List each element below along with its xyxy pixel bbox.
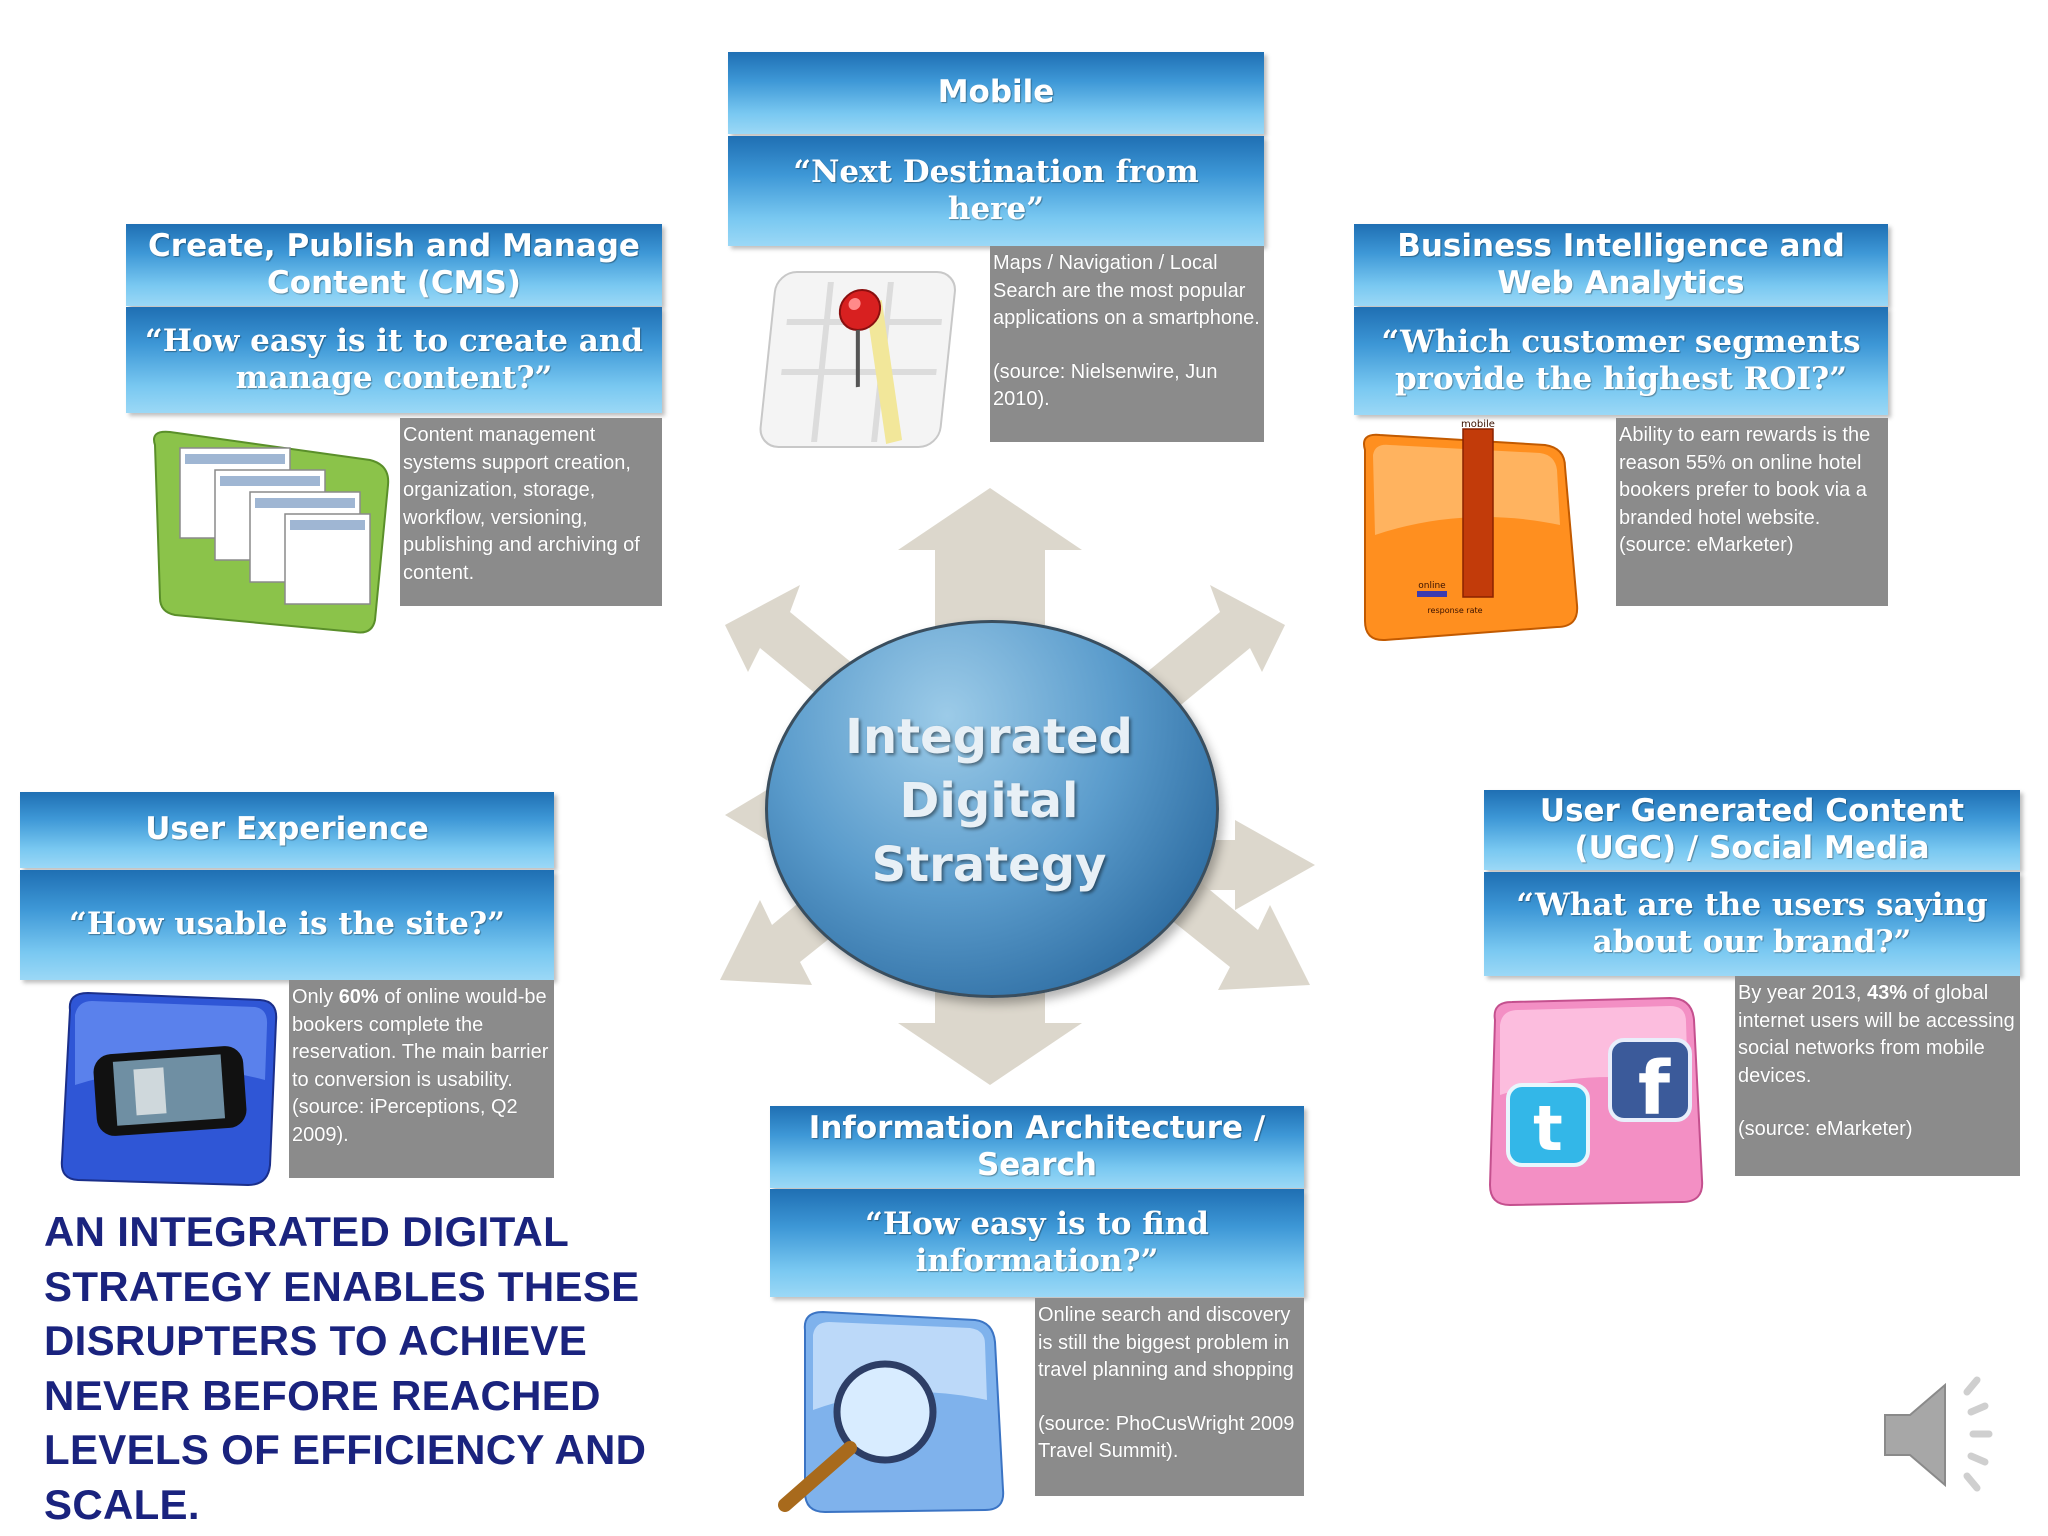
ia-desc-source: (source: PhoCusWright 2009 Travel Summit… (1038, 1412, 1295, 1463)
ux-question-bar: “How usable is the site?” (20, 870, 554, 980)
ux-desc-text: Only 60% of online would-be bookers comp… (292, 984, 550, 1150)
ugc-title-line: (UGC) / Social Media (1574, 830, 1930, 866)
ugc-title-line: User Generated Content (1539, 792, 1965, 829)
map-icon (759, 271, 956, 448)
ugc-question-bar: “What are the users saying about our bra… (1484, 872, 2020, 976)
mobile-description: Maps / Navigation / Local Search are the… (990, 246, 1264, 442)
mobile-desc-source: (source: Nielsenwire, Jun 2010). (993, 360, 1218, 411)
ia-description: Online search and discovery is still the… (1035, 1298, 1304, 1496)
cms-question-bar: “How easy is it to create and manage con… (126, 307, 662, 413)
bi-question-line: provide the highest ROI?” (1394, 361, 1848, 397)
speaker-icon[interactable] (1875, 1370, 1995, 1500)
ugc-title-bar: User Generated Content (UGC) / Social Me… (1484, 790, 2020, 870)
cms-title-bar: Create, Publish and Manage Content (CMS) (126, 224, 662, 306)
mobile-desc-text: Maps / Navigation / Local Search are the… (993, 252, 1260, 330)
center-line: Integrated (845, 709, 1133, 765)
center-line: Digital (899, 773, 1079, 829)
bi-chart-label-online: online (1418, 581, 1446, 591)
bi-desc-text: Ability to earn rewards is the reason 55… (1619, 424, 1871, 557)
ugc-desc-part: of global internet users will be accessi… (1738, 982, 2015, 1087)
ugc-desc-part: By year 2013, (1738, 982, 1867, 1004)
phone-icon (60, 991, 278, 1187)
ux-desc-stat: 60% (338, 986, 379, 1008)
bi-title-line: Web Analytics (1497, 265, 1745, 301)
ia-question-bar: “How easy is to find information?” (770, 1189, 1304, 1297)
ugc-desc-source: (source: eMarketer) (1738, 1118, 1913, 1141)
svg-text:t: t (1533, 1092, 1563, 1165)
ux-title-bar: User Experience (20, 792, 554, 868)
tagline: AN INTEGRATED DIGITAL STRATEGY ENABLES T… (44, 1208, 647, 1528)
svg-text:f: f (1638, 1046, 1671, 1132)
ugc-description: By year 2013, 43% of global internet use… (1735, 976, 2020, 1176)
cms-desc-text: Content management systems support creat… (403, 424, 640, 584)
cms-title-line: Create, Publish and Manage (148, 227, 640, 264)
ux-title: User Experience (145, 811, 429, 848)
mobile-question: “Next Destination from here” (793, 153, 1199, 227)
mobile-title-bar: Mobile (728, 52, 1264, 134)
center-circle (765, 620, 1219, 998)
center-title: Integrated Digital Strategy (765, 705, 1213, 897)
ia-question-line: “How easy is to find (865, 1205, 1209, 1242)
cms-title-line: Content (CMS) (267, 265, 521, 301)
ux-desc-part: Only (292, 986, 339, 1008)
bi-question-line: “Which customer segments (1381, 323, 1861, 360)
ugc-desc-stat: 43% (1866, 982, 1907, 1004)
ugc-question-line: about our brand?” (1592, 924, 1912, 960)
bi-title-bar: Business Intelligence and Web Analytics (1354, 224, 1888, 306)
bi-chart-label-top: mobile (1461, 419, 1495, 430)
magnifier-icon (778, 1310, 1005, 1514)
ia-title-line: Search (976, 1147, 1097, 1183)
ia-question-line: information?” (915, 1243, 1159, 1279)
ia-title-bar: Information Architecture / Search (770, 1106, 1304, 1188)
ugc-question-line: “What are the users saying (1516, 886, 1988, 923)
bi-title-line: Business Intelligence and (1397, 227, 1845, 264)
cms-description: Content management systems support creat… (400, 418, 662, 606)
bar-chart-icon: mobile online response rate (1363, 419, 1579, 642)
ux-description: Only 60% of online would-be bookers comp… (289, 980, 554, 1178)
bi-question-bar: “Which customer segments provide the hig… (1354, 307, 1888, 415)
ia-title-line: Information Architecture / (808, 1109, 1266, 1146)
cms-question-line: manage content?” (235, 360, 553, 396)
social-icon: t f (1488, 996, 1704, 1207)
mobile-title: Mobile (937, 74, 1055, 111)
center-line: Strategy (871, 837, 1107, 893)
bi-description: Ability to earn rewards is the reason 55… (1616, 418, 1888, 606)
ugc-desc-text: By year 2013, 43% of global internet use… (1738, 980, 2016, 1090)
mobile-question-bar: “Next Destination from here” (728, 136, 1264, 246)
ia-desc-text: Online search and discovery is still the… (1038, 1304, 1294, 1382)
cms-question-line: “How easy is it to create and (144, 322, 644, 359)
ux-question: “How usable is the site?” (69, 906, 505, 943)
bi-chart-label-axis: response rate (1427, 606, 1482, 615)
ux-desc-part: of online would-be bookers complete the … (292, 986, 549, 1146)
cms-screens-icon (153, 430, 390, 634)
